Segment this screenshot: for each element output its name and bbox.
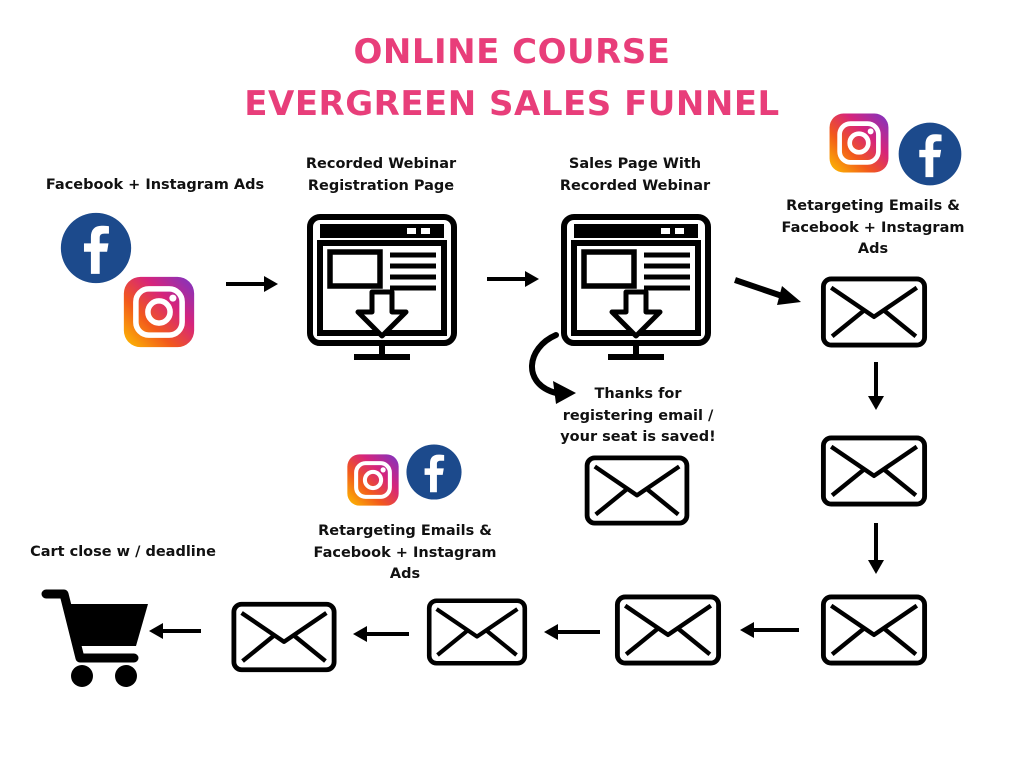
arrow-down xyxy=(868,396,884,410)
arrow-left xyxy=(353,626,367,642)
arrow-diagonal xyxy=(777,286,801,305)
curved-arrow-icon xyxy=(553,381,576,404)
title-line-1: ONLINE COURSE xyxy=(353,32,671,72)
arrow-diagonal xyxy=(734,277,789,301)
curved-arrow-icon xyxy=(529,332,559,396)
retarget-bottom-label: Retargeting Emails &Facebook + Instagram… xyxy=(313,523,497,582)
arrow-left xyxy=(149,623,163,639)
arrow-left xyxy=(740,622,754,638)
title-line-2: EVERGREEN SALES FUNNEL xyxy=(244,84,780,124)
ads-label: Facebook + Instagram Ads xyxy=(45,177,265,193)
arrow-right xyxy=(264,276,278,292)
retarget-top-label: Retargeting Emails &Facebook + Instagram… xyxy=(781,198,965,257)
arrow-down xyxy=(868,560,884,574)
arrow-right xyxy=(525,271,539,287)
cart-label: Cart close w / deadline xyxy=(30,544,216,560)
shopping-cart-icon xyxy=(41,589,148,687)
arrow-left xyxy=(544,624,558,640)
